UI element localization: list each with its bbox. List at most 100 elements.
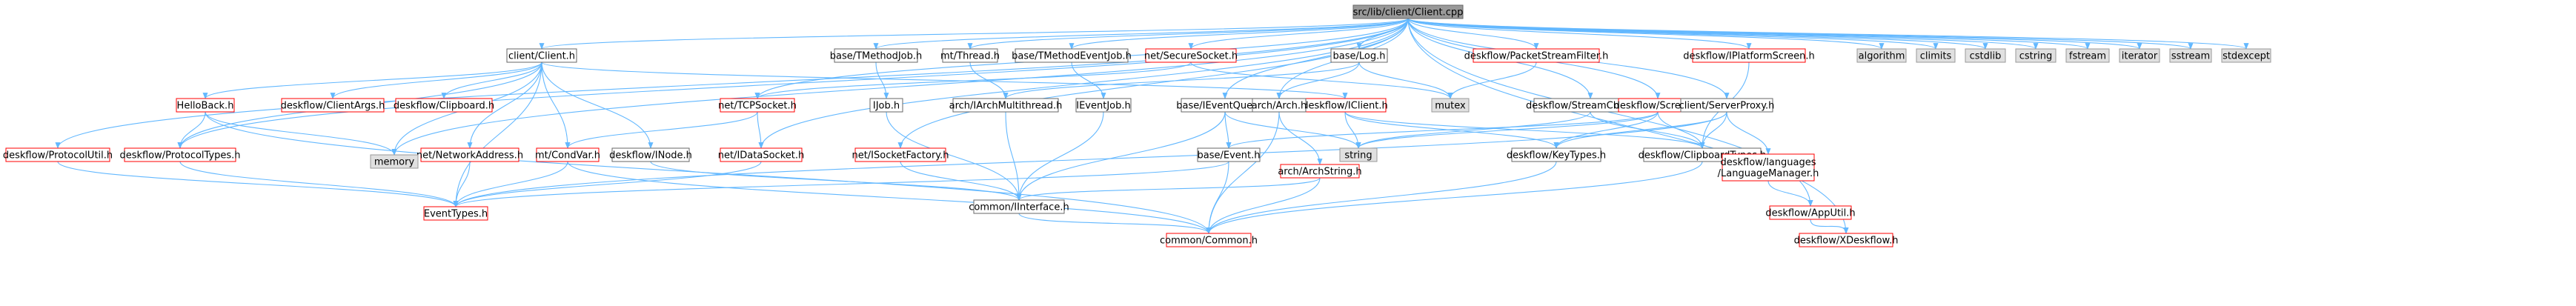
edge-netTCP-to-netIData: [757, 111, 764, 149]
node-box-mtThread: [942, 48, 998, 63]
edge-screen-to-keyTypes: [1553, 111, 1659, 149]
node-iJob[interactable]: IJob.h: [869, 98, 903, 113]
node-box-fstream: [2065, 48, 2110, 63]
node-label-protoTypes: deskflow/ProtocolTypes.h: [119, 150, 240, 162]
edge-iEvQueue-to-iface: [1016, 111, 1226, 201]
node-box-tmJob: [834, 48, 918, 63]
node-box-iface: [973, 199, 1065, 214]
node-root[interactable]: src/lib/client/Client.cpp: [1352, 4, 1464, 19]
node-box-iPlatScreen: [1692, 48, 1806, 63]
node-label-line-iterator-0: iterator: [2122, 51, 2158, 62]
node-label-iEventJob: IEventJob.h: [1076, 101, 1131, 112]
node-label-line-root-0: src/lib/client/Client.cpp: [1353, 7, 1464, 19]
node-iPlatScreen[interactable]: deskflow/IPlatformScreen.h: [1683, 48, 1815, 63]
node-label-line-iEvQueue-0: base/IEventQueue.h: [1176, 101, 1274, 112]
node-clientArgs[interactable]: deskflow/ClientArgs.h: [281, 98, 385, 113]
node-appUtil[interactable]: deskflow/AppUtil.h: [1765, 205, 1856, 220]
node-psFilter[interactable]: deskflow/PacketStreamFilter.h: [1464, 48, 1609, 63]
node-label-baseEvent: base/Event.h: [1198, 150, 1261, 162]
node-label-common: common/Common.h: [1160, 236, 1258, 247]
node-box-iNode: [611, 147, 690, 162]
node-box-protoUtil: [5, 147, 110, 162]
node-protoUtil[interactable]: deskflow/ProtocolUtil.h: [3, 147, 113, 162]
node-label-langMgr: deskflow/languages/LanguageManager.h: [1718, 157, 1819, 179]
node-label-xdeskflow: deskflow/XDeskflow.h: [1794, 236, 1899, 247]
node-box-protoTypes: [124, 147, 236, 162]
node-label-line-string-0: string: [1344, 150, 1372, 162]
node-box-string: [1339, 147, 1378, 162]
node-common[interactable]: common/Common.h: [1160, 233, 1258, 247]
node-label-line-clientH-0: client/Client.h: [508, 51, 575, 62]
node-label-line-iJob-0: IJob.h: [873, 101, 900, 112]
node-baseLog[interactable]: base/Log.h: [1330, 48, 1388, 63]
node-label-line-xdeskflow-0: deskflow/XDeskflow.h: [1794, 236, 1899, 247]
node-label-appUtil: deskflow/AppUtil.h: [1765, 208, 1855, 219]
node-label-line-netISF-0: net/ISocketFactory.h: [852, 150, 949, 162]
node-condVar[interactable]: mt/CondVar.h: [535, 147, 600, 162]
node-label-serverProxy: client/ServerProxy.h: [1679, 101, 1775, 112]
edge-iClient-to-clipTypes: [1344, 111, 1705, 149]
node-archStr[interactable]: arch/ArchString.h: [1278, 164, 1362, 179]
node-sstream: sstream: [2169, 48, 2212, 63]
node-tmJob[interactable]: base/TMethodJob.h: [830, 48, 922, 63]
node-iface[interactable]: common/IInterface.h: [969, 199, 1069, 214]
node-netTCP[interactable]: net/TCPSocket.h: [718, 98, 797, 113]
nodes-layer: src/lib/client/Client.cpp client/Client.h…: [3, 4, 2271, 247]
node-fstream: fstream: [2065, 48, 2110, 63]
edge-root-to-tmEvJob: [1069, 18, 1409, 50]
node-label-line-psFilter-0: deskflow/PacketStreamFilter.h: [1464, 51, 1609, 62]
node-label-line-tmJob-0: base/TMethodJob.h: [830, 51, 922, 62]
node-stdexcept: stdexcept: [2221, 48, 2271, 63]
edge-clientH-to-eventTypes: [453, 61, 542, 207]
node-label-iJob: IJob.h: [873, 101, 900, 112]
node-box-memory: [370, 154, 419, 169]
node-archMT[interactable]: arch/IArchMultithread.h: [949, 98, 1063, 113]
edge-screen-to-baseEvent: [1226, 111, 1659, 149]
node-box-iJob: [869, 98, 903, 113]
node-iNode[interactable]: deskflow/INode.h: [609, 147, 692, 162]
node-netNA[interactable]: net/NetworkAddress.h: [416, 147, 523, 162]
node-box-xdeskflow: [1799, 233, 1893, 247]
node-langMgr[interactable]: deskflow/languages/LanguageManager.h: [1718, 153, 1819, 182]
node-box-sstream: [2169, 48, 2212, 63]
node-iEvQueue[interactable]: base/IEventQueue.h: [1176, 98, 1274, 113]
node-label-archArch: arch/Arch.h: [1252, 101, 1307, 112]
node-label-line-keyTypes-0: deskflow/KeyTypes.h: [1507, 150, 1606, 162]
edge-psFilter-to-mutex: [1447, 61, 1537, 99]
edge-serverProxy-to-clipTypes: [1699, 111, 1727, 149]
node-protoTypes[interactable]: deskflow/ProtocolTypes.h: [119, 147, 241, 162]
edge-tmEvJob-to-iEventJob: [1071, 61, 1106, 99]
node-label-tmJob: base/TMethodJob.h: [830, 51, 922, 62]
node-label-line-archStr-0: arch/ArchString.h: [1278, 167, 1361, 178]
node-helloBack[interactable]: HelloBack.h: [176, 98, 235, 113]
node-label-line-clientArgs-0: deskflow/ClientArgs.h: [281, 101, 385, 112]
node-label-iNode: deskflow/INode.h: [609, 150, 692, 162]
node-mtThread[interactable]: mt/Thread.h: [940, 48, 1000, 63]
node-label-line-sstream-0: sstream: [2171, 51, 2210, 62]
node-clientH[interactable]: client/Client.h: [506, 48, 577, 63]
node-clipboard[interactable]: deskflow/Clipboard.h: [394, 98, 494, 113]
node-netIData[interactable]: net/IDataSocket.h: [718, 147, 804, 162]
node-label-line-eventTypes-0: EventTypes.h: [424, 209, 488, 220]
node-keyTypes[interactable]: deskflow/KeyTypes.h: [1507, 147, 1606, 162]
node-netISF[interactable]: net/ISocketFactory.h: [852, 147, 949, 162]
node-label-iPlatScreen: deskflow/IPlatformScreen.h: [1683, 51, 1814, 62]
node-tmEvJob[interactable]: base/TMethodEventJob.h: [1012, 48, 1132, 63]
node-netSecure[interactable]: net/SecureSocket.h: [1144, 48, 1238, 63]
node-screen[interactable]: deskflow/Screen.h: [1614, 98, 1702, 113]
node-archArch[interactable]: arch/Arch.h: [1252, 98, 1307, 113]
edge-screen-to-clipTypes: [1657, 111, 1705, 149]
node-baseEvent[interactable]: base/Event.h: [1197, 147, 1261, 162]
node-label-memory: memory: [374, 157, 415, 168]
node-serverProxy[interactable]: client/ServerProxy.h: [1679, 98, 1775, 113]
node-eventTypes[interactable]: EventTypes.h: [423, 206, 488, 221]
node-xdeskflow[interactable]: deskflow/XDeskflow.h: [1794, 233, 1899, 247]
edge-root-to-memory: [391, 18, 1409, 156]
node-box-eventTypes: [423, 206, 488, 221]
node-iEventJob[interactable]: IEventJob.h: [1075, 98, 1132, 113]
node-box-archArch: [1252, 98, 1307, 113]
node-iClient[interactable]: deskflow/IClient.h: [1302, 98, 1388, 113]
node-label-netSecure: net/SecureSocket.h: [1144, 51, 1238, 62]
node-label-fstream: fstream: [2069, 51, 2106, 62]
node-label-line-protoTypes-0: deskflow/ProtocolTypes.h: [119, 150, 240, 162]
